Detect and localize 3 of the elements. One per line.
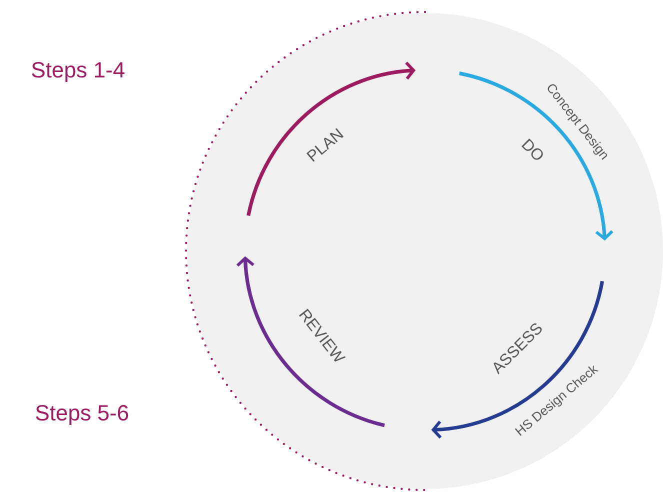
step-range-label: Steps 5-6 <box>36 405 128 425</box>
phase-label: DO <box>522 138 543 160</box>
step-range-label: Steps 1-4 <box>32 62 124 82</box>
